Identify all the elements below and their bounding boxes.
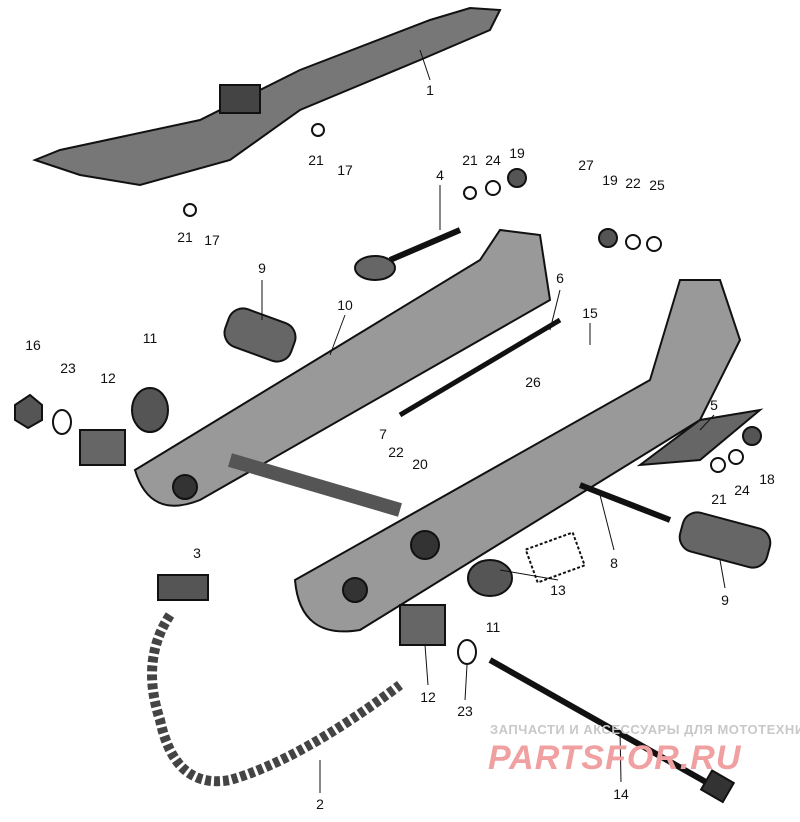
watermark-logo: PARTSFOR.RU	[488, 739, 742, 777]
bushing-11b	[467, 559, 513, 597]
callout-1: 1	[426, 82, 434, 98]
nut-16	[14, 393, 43, 430]
callout-15: 15	[582, 305, 598, 321]
chain-tensioner-6	[398, 317, 562, 418]
callout-23: 23	[60, 360, 76, 376]
bolt-4	[388, 227, 462, 263]
rubber-bushing-9b	[678, 511, 772, 569]
watermark-tagline: ЗАПЧАСТИ И АКСЕССУАРЫ ДЛЯ МОТОТЕХНИКИ	[490, 722, 800, 737]
plate-13	[524, 531, 586, 584]
callout-8: 8	[610, 555, 618, 571]
callout-13: 13	[550, 582, 566, 598]
rubber-bushing-9	[223, 307, 297, 363]
callout-12: 12	[100, 370, 116, 386]
callout-21: 21	[711, 491, 727, 507]
callout-17: 17	[204, 232, 220, 248]
bushing-11	[131, 387, 169, 433]
guard-bracket	[219, 84, 261, 114]
callout-18: 18	[759, 471, 775, 487]
callout-5: 5	[710, 397, 718, 413]
callout-21: 21	[177, 229, 193, 245]
axle-bolt-head	[699, 769, 736, 804]
callout-24: 24	[734, 482, 750, 498]
callout-24: 24	[485, 152, 501, 168]
cross-tube	[228, 453, 402, 517]
callout-9: 9	[258, 260, 266, 276]
swing-arm-right	[293, 279, 742, 633]
callout-6: 6	[556, 270, 564, 286]
callout-11: 11	[142, 330, 158, 346]
pivot-hole-right	[342, 577, 368, 603]
callout-26: 26	[525, 374, 541, 390]
pivot-hole-left	[172, 474, 198, 500]
bolt-4-eye	[354, 255, 396, 281]
callout-16: 16	[25, 337, 41, 353]
axle-bolt-14	[488, 657, 722, 793]
callout-25: 25	[649, 177, 665, 193]
bolt-8	[578, 482, 672, 523]
small-washers-nuts	[183, 123, 762, 473]
callout-9: 9	[721, 592, 729, 608]
callout-12: 12	[420, 689, 436, 705]
callout-17: 17	[337, 162, 353, 178]
callout-19: 19	[509, 145, 525, 161]
callout-23: 23	[457, 703, 473, 719]
callout-20: 20	[412, 456, 428, 472]
callout-19: 19	[602, 172, 618, 188]
washer-23b	[457, 639, 477, 665]
swing-arm-left	[133, 228, 552, 507]
bracket-5	[636, 408, 764, 467]
sleeve-12b	[399, 604, 446, 646]
chain-link-3	[157, 574, 209, 601]
callout-2: 2	[316, 796, 324, 812]
leader-lines	[261, 49, 726, 793]
mount-hole	[410, 530, 440, 560]
callout-4: 4	[436, 167, 444, 183]
sleeve-12	[79, 429, 126, 466]
callout-22: 22	[388, 444, 404, 460]
callout-14: 14	[613, 786, 629, 802]
callout-22: 22	[625, 175, 641, 191]
washer-23	[52, 409, 72, 435]
callout-10: 10	[337, 297, 353, 313]
callout-11: 11	[485, 619, 501, 635]
callout-27: 27	[578, 157, 594, 173]
callout-3: 3	[193, 545, 201, 561]
callout-21: 21	[462, 152, 478, 168]
callout-7: 7	[379, 426, 387, 442]
callout-21: 21	[308, 152, 324, 168]
drive-chain-2	[147, 612, 403, 787]
chain-guard	[32, 6, 502, 187]
